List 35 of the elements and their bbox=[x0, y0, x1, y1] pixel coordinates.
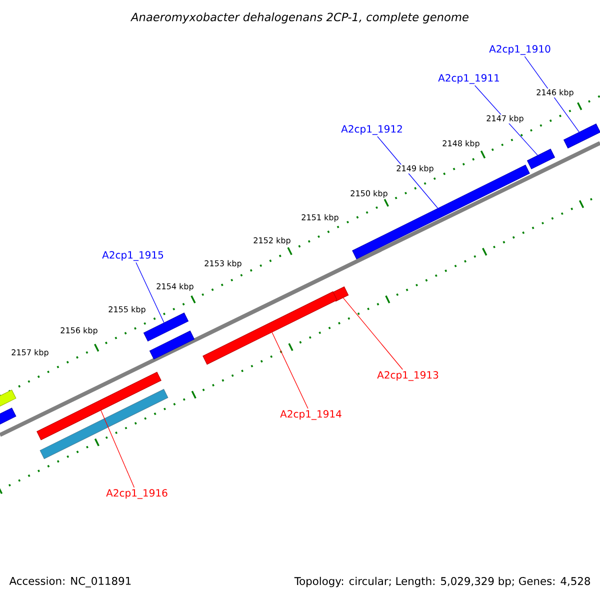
gene-label: A2cp1_1912 bbox=[341, 125, 402, 135]
footer-text: Accession: NC_011891 bbox=[9, 576, 131, 588]
gene-label: A2cp1_1915 bbox=[102, 251, 164, 261]
tick-label: 2146 kbp bbox=[536, 88, 575, 98]
gene-label: A2cp1_1910 bbox=[489, 45, 550, 55]
tick-label: 2148 kbp bbox=[442, 139, 481, 149]
tick-label: 2150 kbp bbox=[350, 189, 389, 199]
gene-bar bbox=[0, 390, 16, 408]
gene-bar bbox=[202, 291, 338, 365]
tick-label: 2149 kbp bbox=[396, 164, 435, 174]
tick-label: 2152 kbp bbox=[252, 236, 292, 246]
tick-label: 2154 kbp bbox=[155, 282, 195, 292]
leader-line bbox=[342, 298, 403, 370]
leader-line bbox=[136, 262, 164, 323]
tick-label: 2155 kbp bbox=[108, 305, 147, 315]
gene-label: A2cp1_1916 bbox=[106, 489, 168, 499]
tick-label: 2151 kbp bbox=[300, 213, 340, 223]
title: Anaeromyxobacter dehalogenans 2CP-1, complete genome bbox=[130, 12, 468, 24]
gene-label: A2cp1_1911 bbox=[438, 74, 499, 84]
leader-line bbox=[100, 410, 135, 488]
footer-text: Topology: circular; Length: 5,029,329 bp; Genes: 4,528 bbox=[294, 576, 590, 588]
tick-label: 2147 kbp bbox=[486, 114, 525, 124]
gene-bar bbox=[36, 372, 162, 440]
leader-line bbox=[377, 136, 438, 208]
gene-label: A2cp1_1913 bbox=[377, 371, 438, 381]
leader-line bbox=[474, 85, 538, 156]
leader-line bbox=[272, 332, 308, 409]
gene-bar bbox=[0, 408, 16, 426]
leader-line bbox=[524, 56, 580, 132]
tick-label: 2157 kbp bbox=[10, 348, 50, 358]
tick-label: 2153 kbp bbox=[204, 259, 243, 269]
gene-bar bbox=[40, 388, 168, 460]
tick-label: 2156 kbp bbox=[60, 326, 99, 336]
gene-label: A2cp1_1914 bbox=[280, 410, 342, 420]
gene-bar bbox=[352, 164, 530, 260]
